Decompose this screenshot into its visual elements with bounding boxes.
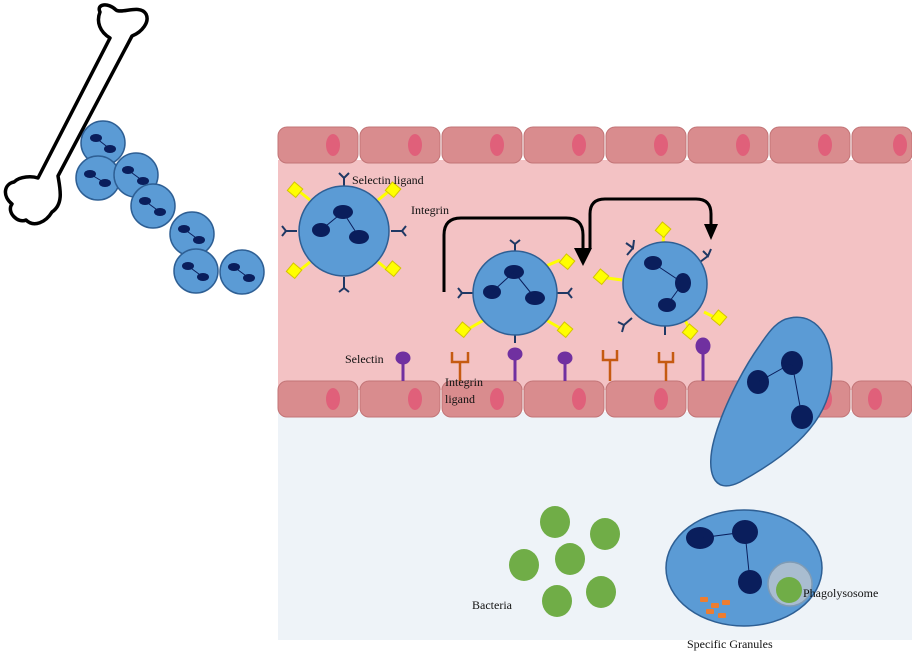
label-specific-granules: Specific Granules bbox=[687, 637, 773, 651]
integrin-ligand-molecules bbox=[450, 350, 675, 381]
label-phagolysosome: Phagolysosome bbox=[803, 586, 878, 600]
rolling-neutrophil-1 bbox=[454, 239, 576, 343]
bacteria-icon bbox=[540, 506, 570, 538]
specific-granules-dots bbox=[700, 597, 730, 618]
arrow-icon bbox=[588, 197, 718, 248]
label-bacteria: Bacteria bbox=[472, 598, 513, 612]
neutrophil-icon bbox=[219, 249, 265, 295]
phagocytosing-neutrophil bbox=[665, 509, 823, 627]
bacteria-icon bbox=[590, 518, 620, 550]
bacteria-icon bbox=[586, 576, 616, 608]
label-selectin-ligand: Selectin ligand bbox=[352, 173, 424, 187]
neutrophil-icon bbox=[130, 183, 176, 229]
bone-icon bbox=[3, 3, 149, 226]
label-integrin: Integrin bbox=[411, 203, 449, 217]
label-selectin: Selectin bbox=[345, 352, 384, 366]
transmigrating-neutrophil bbox=[710, 316, 833, 487]
endothelium-top bbox=[277, 126, 912, 164]
neutrophil-icon bbox=[169, 211, 215, 257]
marrow-neutrophil-cluster bbox=[75, 120, 265, 295]
neutrophil-icon bbox=[173, 248, 219, 294]
label-integrin-ligand-2: ligand bbox=[445, 392, 475, 406]
bacteria-icon bbox=[555, 543, 585, 575]
neutrophil-icon bbox=[80, 120, 126, 166]
bacteria-cluster bbox=[509, 506, 620, 617]
circulating-neutrophil bbox=[281, 172, 407, 293]
bacteria-icon bbox=[509, 549, 539, 581]
label-integrin-ligand-1: Integrin bbox=[445, 375, 483, 389]
arrow-icon bbox=[442, 216, 592, 292]
bacteria-icon bbox=[542, 585, 572, 617]
selectin-molecules bbox=[395, 337, 711, 381]
neutrophil-icon bbox=[75, 155, 121, 201]
rolling-neutrophil-2 bbox=[592, 221, 728, 341]
